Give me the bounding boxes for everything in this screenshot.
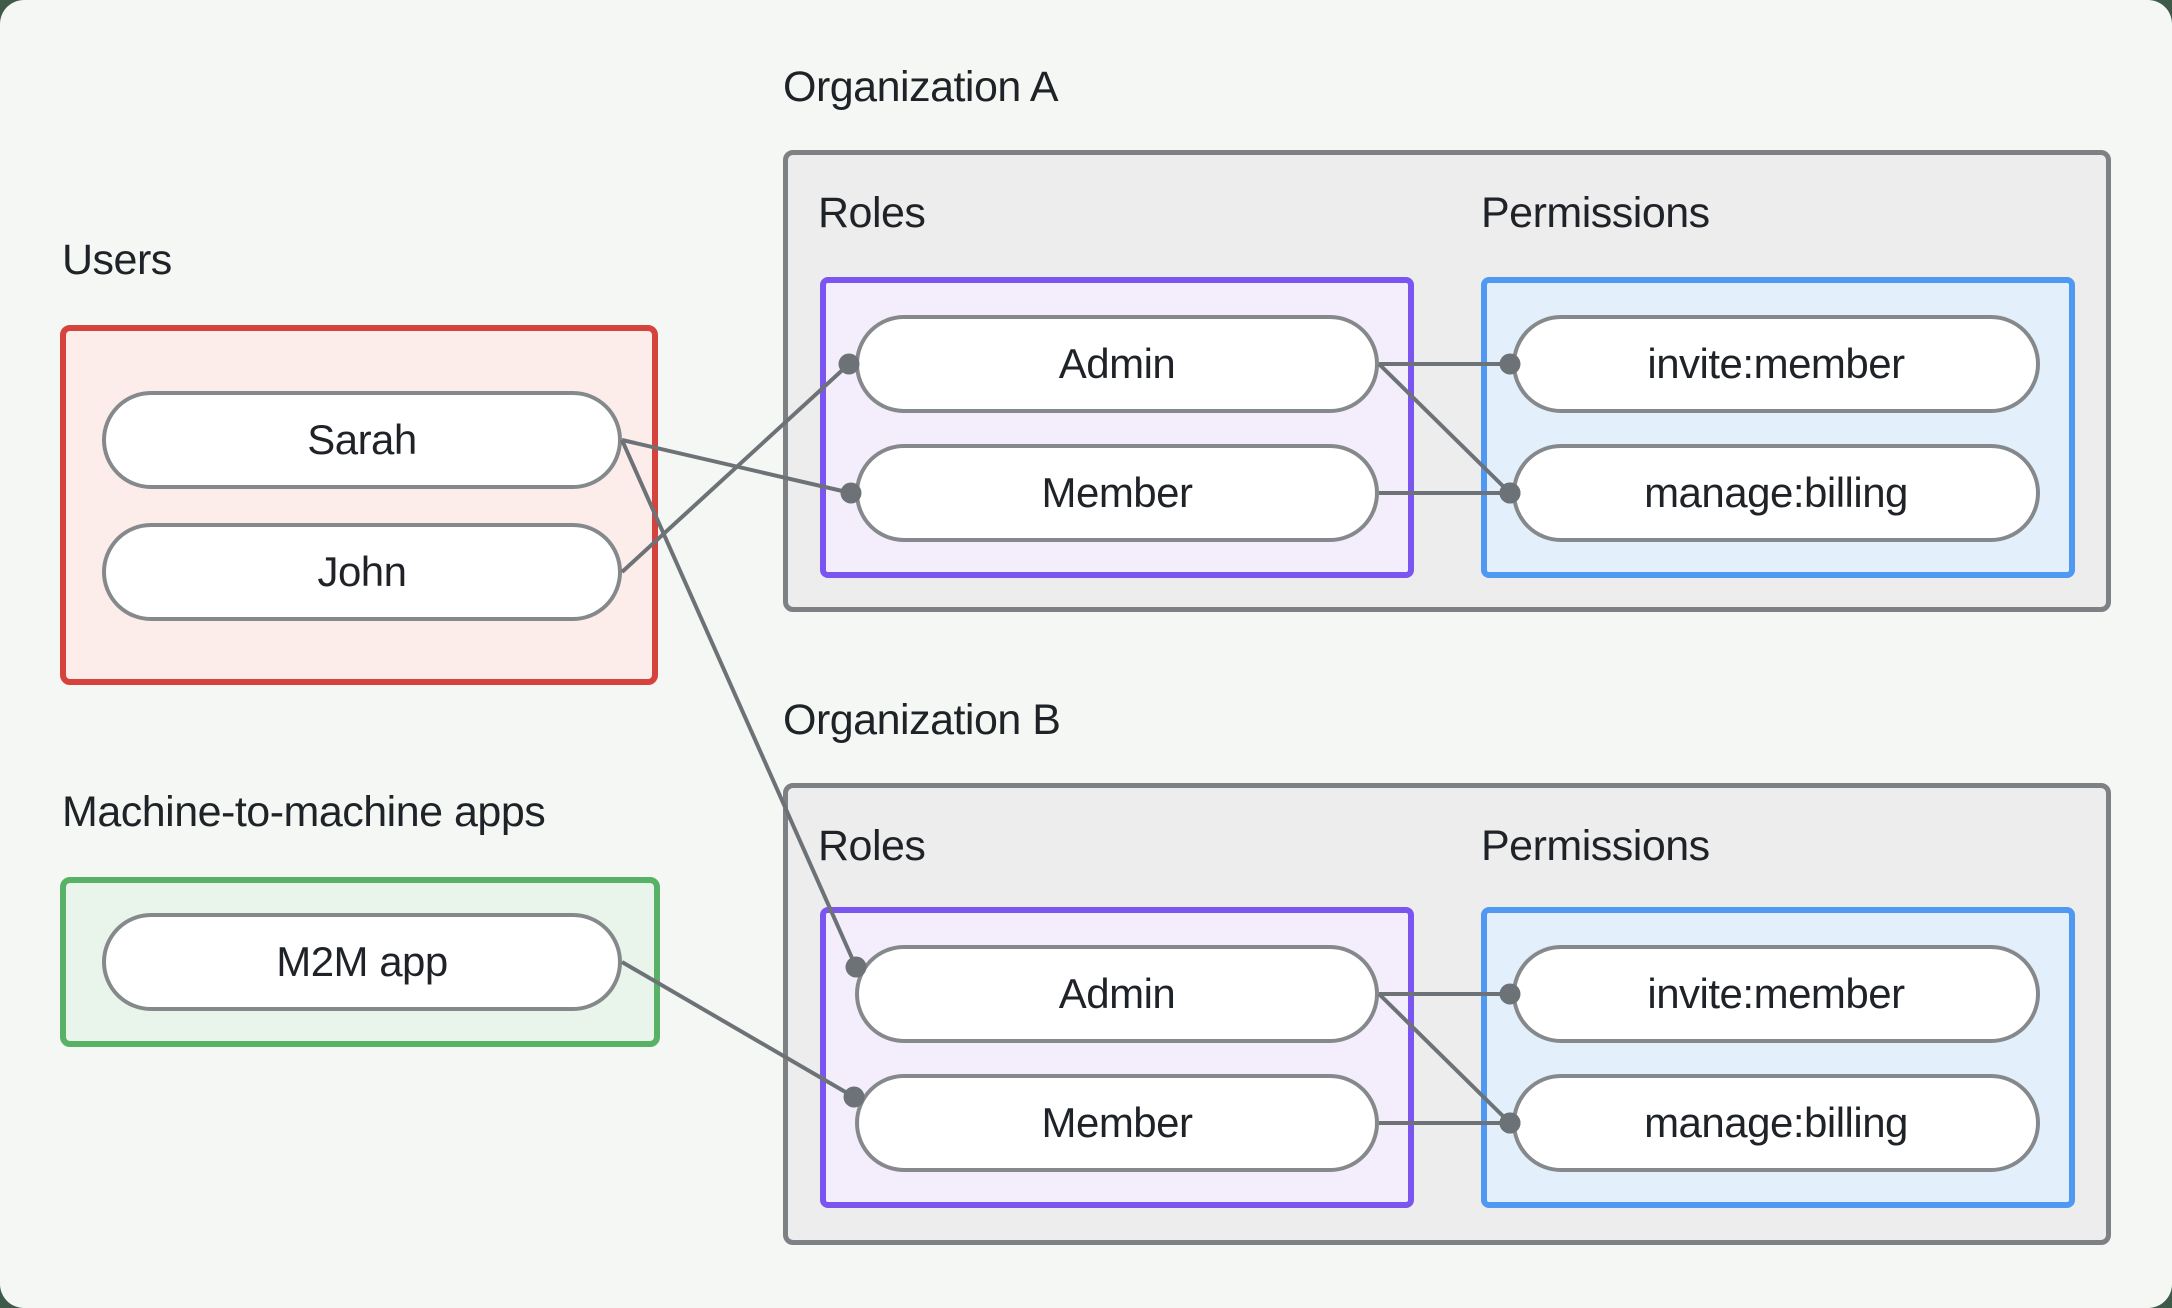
org-a-roles-label: Roles xyxy=(818,189,926,237)
users-section-label: Users xyxy=(62,236,172,284)
org-b-roles-label: Roles xyxy=(818,822,926,870)
org-a-permission-manage-billing: manage:billing xyxy=(1512,444,2040,542)
org-a-role-admin: Admin xyxy=(855,315,1379,413)
m2m-section-label: Machine-to-machine apps xyxy=(62,788,546,836)
org-b-title: Organization B xyxy=(783,696,1061,744)
org-b-permission-invite-member: invite:member xyxy=(1512,945,2040,1043)
org-b-role-admin: Admin xyxy=(855,945,1379,1043)
org-a-role-member: Member xyxy=(855,444,1379,542)
users-group-box xyxy=(60,325,658,685)
org-a-title: Organization A xyxy=(783,63,1059,111)
user-node-sarah: Sarah xyxy=(102,391,622,489)
org-b-role-member: Member xyxy=(855,1074,1379,1172)
org-a-permissions-label: Permissions xyxy=(1481,189,1710,237)
org-a-permission-invite-member: invite:member xyxy=(1512,315,2040,413)
org-b-permissions-label: Permissions xyxy=(1481,822,1710,870)
org-b-permission-manage-billing: manage:billing xyxy=(1512,1074,2040,1172)
m2m-app-node: M2M app xyxy=(102,913,622,1011)
user-node-john: John xyxy=(102,523,622,621)
